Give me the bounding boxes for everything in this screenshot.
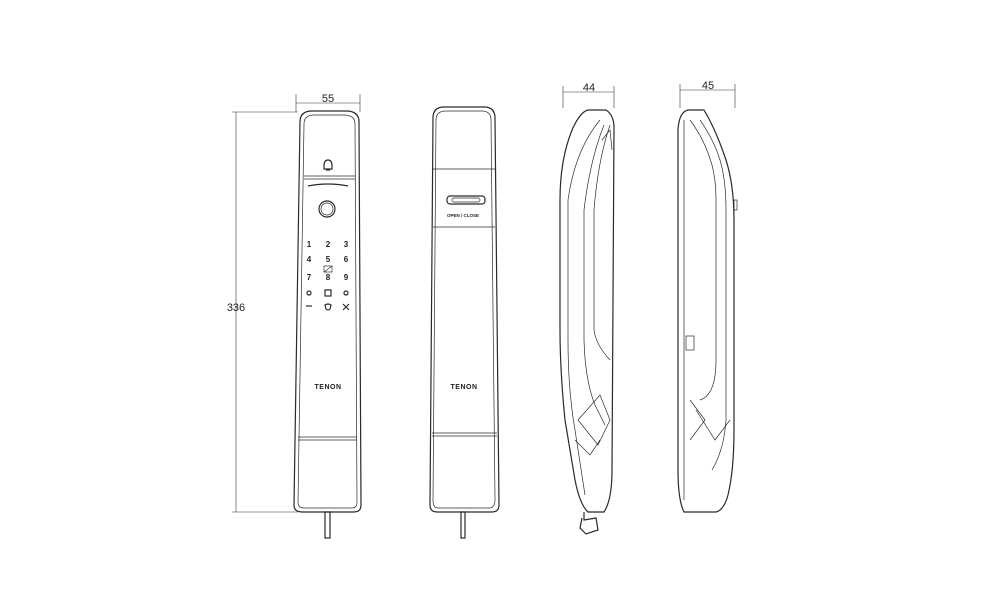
front-spindle (324, 511, 331, 539)
key-5: 5 (326, 255, 331, 264)
dimension-front-width: 55 (295, 93, 361, 112)
shield-icon (324, 303, 332, 311)
side-b-button (733, 199, 738, 211)
key-3: 3 (344, 240, 349, 249)
front-brand-logo: TENON (315, 384, 342, 391)
back-body-inner (432, 110, 496, 509)
back-view: OPEN / CLOSE TENON (429, 106, 500, 539)
key-2: 2 (326, 240, 331, 249)
bell-icon (323, 159, 333, 171)
key-6: 6 (344, 255, 349, 264)
dim-label-44: 44 (583, 82, 595, 94)
side-b-latch (685, 335, 695, 351)
open-close-knob (446, 195, 486, 205)
wifi-icon (306, 290, 312, 296)
back-spindle (460, 511, 466, 539)
back-body-outline (429, 106, 500, 513)
grid-icon (342, 303, 350, 311)
dim-label-336: 336 (227, 302, 245, 314)
key-9: 9 (344, 273, 349, 282)
square-icon (324, 289, 332, 297)
front-view: 55 336 1 2 3 4 5 6 7 (227, 93, 362, 539)
key-7: 7 (307, 273, 312, 282)
side-view-b: 45 (677, 80, 738, 513)
dimension-side-a: 44 (562, 82, 615, 108)
fingerprint-reader (318, 200, 336, 218)
key-4: 4 (307, 255, 312, 264)
dimension-side-b: 45 (679, 80, 736, 108)
side-view-a: 44 (559, 82, 615, 535)
back-brand-logo: TENON (451, 384, 478, 391)
front-body-outline (293, 110, 362, 513)
front-body-inner (297, 114, 358, 509)
card-slot (307, 183, 349, 187)
dim-label-45: 45 (702, 80, 714, 92)
mode-icon (323, 265, 333, 273)
key-cylinder (579, 512, 599, 535)
side-a-outline (559, 109, 615, 513)
dim-label-55: 55 (322, 93, 334, 105)
lock-icon (343, 290, 349, 296)
open-close-label: OPEN / CLOSE (447, 213, 479, 218)
keypad: 1 2 3 4 5 6 7 8 9 (306, 240, 350, 311)
key-1: 1 (307, 240, 312, 249)
side-b-outline (677, 109, 735, 513)
dimension-height: 336 (227, 111, 298, 513)
key-8: 8 (326, 273, 331, 282)
